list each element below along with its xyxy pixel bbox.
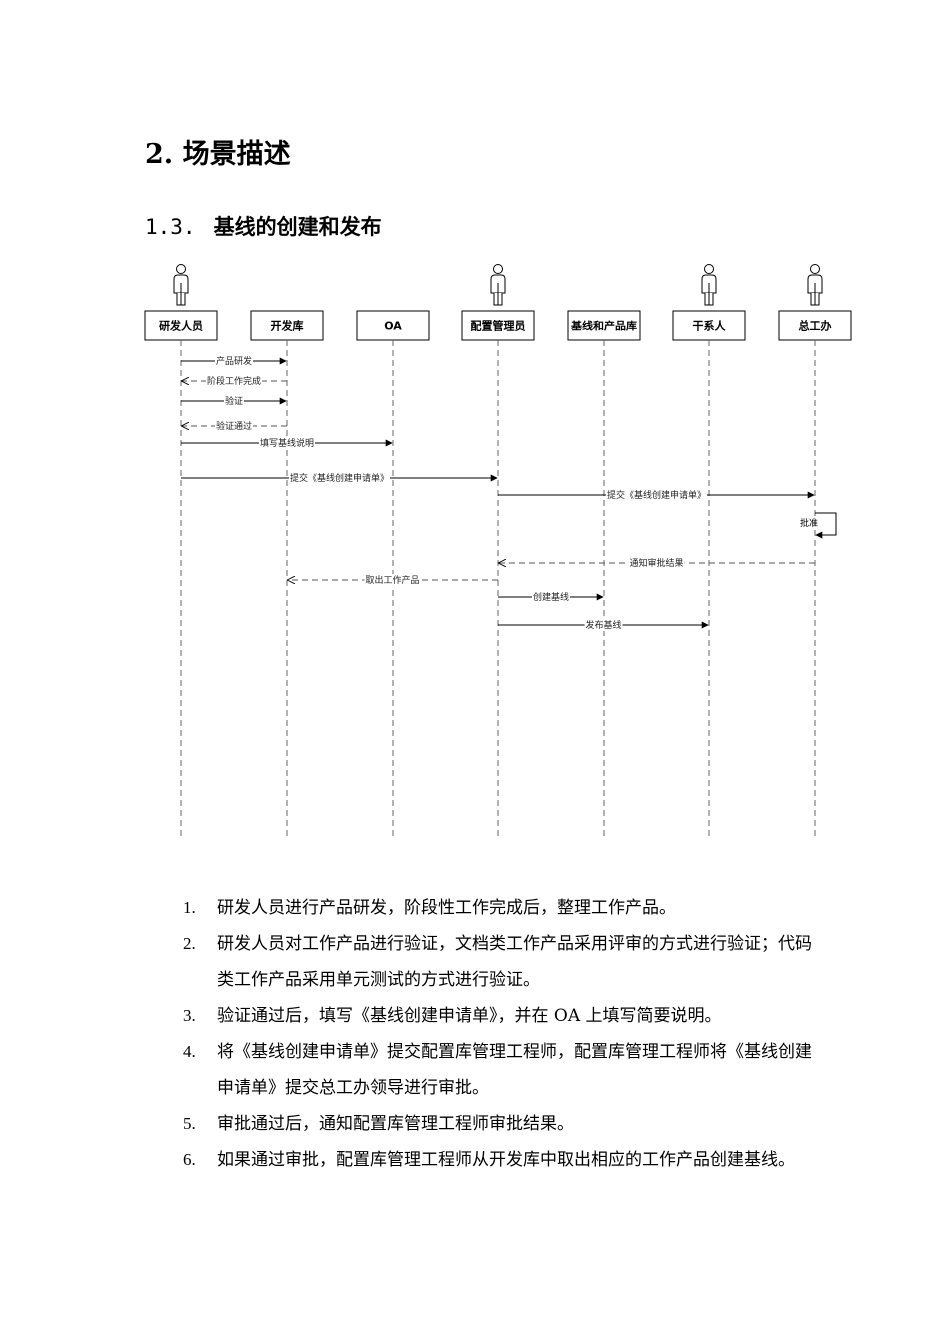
steps-list: 1. 研发人员进行产品研发，阶段性工作完成后，整理工作产品。 2. 研发人员对工作产… [183, 890, 823, 1178]
sequence-diagram: 研发人员 开发库 OA 配置管理员 基线和产品库 干系人 总工办 产品研发阶段工作完成验证验… [144, 264, 852, 840]
lifeline-baselib: 基线和产品库 [567, 310, 641, 840]
list-item: 3. 验证通过后，填写《基线创建申请单》，并在 OA 上填写简要说明。 [183, 998, 823, 1034]
message-label-bg [364, 574, 421, 586]
message-label-bg [259, 437, 315, 449]
actor-icon [173, 264, 189, 306]
participant-box [250, 310, 324, 341]
list-item: 4. 将《基线创建申请单》提交配置库管理工程师，配置库管理工程师将《基线创建申请单… [183, 1034, 823, 1106]
message-label: 阶段工作完成 [207, 375, 261, 387]
section-number: 2. [145, 139, 174, 170]
message-label-bg [532, 591, 570, 603]
message-arrow: 验证通过 [182, 420, 287, 432]
message-label-bg [206, 375, 262, 387]
message-arrow: 创建基线 [498, 591, 604, 603]
message-arrow: 阶段工作完成 [182, 375, 287, 387]
lifeline-chief: 总工办 [778, 264, 852, 840]
section-title: 场景描述 [182, 139, 291, 170]
step-number: 4. [183, 1042, 196, 1061]
list-item: 2. 研发人员对工作产品进行验证，文档类工作产品采用评审的方式进行验证；代码类工作… [183, 926, 823, 998]
message-label: 通知审批结果 [629, 557, 683, 569]
lifeline-oa: OA [356, 310, 430, 840]
actor-icon [807, 264, 823, 306]
participant-box [144, 310, 218, 341]
message-label-bg [289, 472, 390, 484]
message-label: 批准 [800, 517, 818, 529]
lifeline-cm: 配置管理员 [461, 264, 535, 840]
step-number: 2. [183, 934, 196, 953]
message-arrow: 提交《基线创建申请单》 [181, 472, 498, 484]
participant-label: 配置管理员 [471, 319, 526, 333]
message-arrow: 产品研发 [181, 355, 287, 367]
message-label: 提交《基线创建申请单》 [607, 489, 706, 501]
step-number: 1. [183, 898, 196, 917]
participant-box [461, 310, 535, 341]
message-label: 填写基线说明 [260, 437, 314, 449]
message-arrow: 取出工作产品 [288, 574, 498, 586]
participant-label: OA [384, 320, 402, 333]
participant-box [672, 310, 746, 341]
message-arrow: 验证 [181, 395, 287, 407]
message-label: 取出工作产品 [365, 574, 419, 586]
lifeline-stake: 干系人 [672, 264, 746, 840]
subsection-title: 基线的创建和发布 [213, 214, 382, 239]
message-arrow: 发布基线 [498, 619, 709, 631]
message-label: 提交《基线创建申请单》 [290, 472, 389, 484]
message-label-bg [606, 489, 707, 501]
message-label-bg [584, 619, 623, 631]
list-item: 5. 审批通过后，通知配置库管理工程师审批结果。 [183, 1106, 823, 1142]
actor-icon [490, 264, 506, 306]
message-label: 发布基线 [585, 619, 621, 631]
message-label: 产品研发 [216, 355, 252, 367]
message-label-bg [215, 355, 253, 367]
message-arrow: 填写基线说明 [181, 437, 393, 449]
message-arrow: 通知审批结果 [499, 557, 815, 569]
message-arrow: 批准 [800, 512, 837, 539]
message-label: 验证通过 [216, 420, 252, 432]
lifeline-dev: 研发人员 [144, 264, 218, 840]
list-item: 6. 如果通过审批，配置库管理工程师从开发库中取出相应的工作产品创建基线。 [183, 1142, 823, 1178]
participant-label: 干系人 [693, 319, 727, 333]
step-text: 研发人员对工作产品进行验证，文档类工作产品采用评审的方式进行验证；代码类工作产品… [217, 934, 812, 990]
step-text: 审批通过后，通知配置库管理工程师审批结果。 [217, 1114, 574, 1134]
participant-label: 基线和产品库 [570, 320, 637, 333]
section-heading: 2. 场景描述 [145, 132, 291, 171]
participant-box [778, 310, 852, 341]
participant-label: 开发库 [271, 319, 304, 333]
message-label: 验证 [225, 395, 243, 407]
step-text: 验证通过后，填写《基线创建申请单》，并在 OA 上填写简要说明。 [217, 1006, 722, 1026]
step-text: 将《基线创建申请单》提交配置库管理工程师，配置库管理工程师将《基线创建申请单》提… [217, 1042, 812, 1098]
list-item: 1. 研发人员进行产品研发，阶段性工作完成后，整理工作产品。 [183, 890, 823, 926]
step-text: 如果通过审批，配置库管理工程师从开发库中取出相应的工作产品创建基线。 [217, 1150, 795, 1170]
step-text: 研发人员进行产品研发，阶段性工作完成后，整理工作产品。 [217, 898, 676, 918]
lifeline-devlib: 开发库 [250, 310, 324, 840]
message-arrow: 提交《基线创建申请单》 [498, 489, 815, 501]
step-number: 3. [183, 1006, 196, 1025]
step-number: 6. [183, 1150, 196, 1169]
actor-icon [701, 264, 717, 306]
participant-label: 研发人员 [159, 319, 203, 333]
message-label: 创建基线 [533, 591, 569, 603]
message-label-bg [224, 395, 244, 407]
participant-label: 总工办 [799, 319, 832, 333]
message-label-bg [215, 420, 253, 432]
subsection-heading: 1.3. 基线的创建和发布 [145, 211, 382, 241]
subsection-number: 1.3. [145, 215, 196, 239]
message-label-bg [628, 557, 685, 569]
step-number: 5. [183, 1114, 196, 1133]
